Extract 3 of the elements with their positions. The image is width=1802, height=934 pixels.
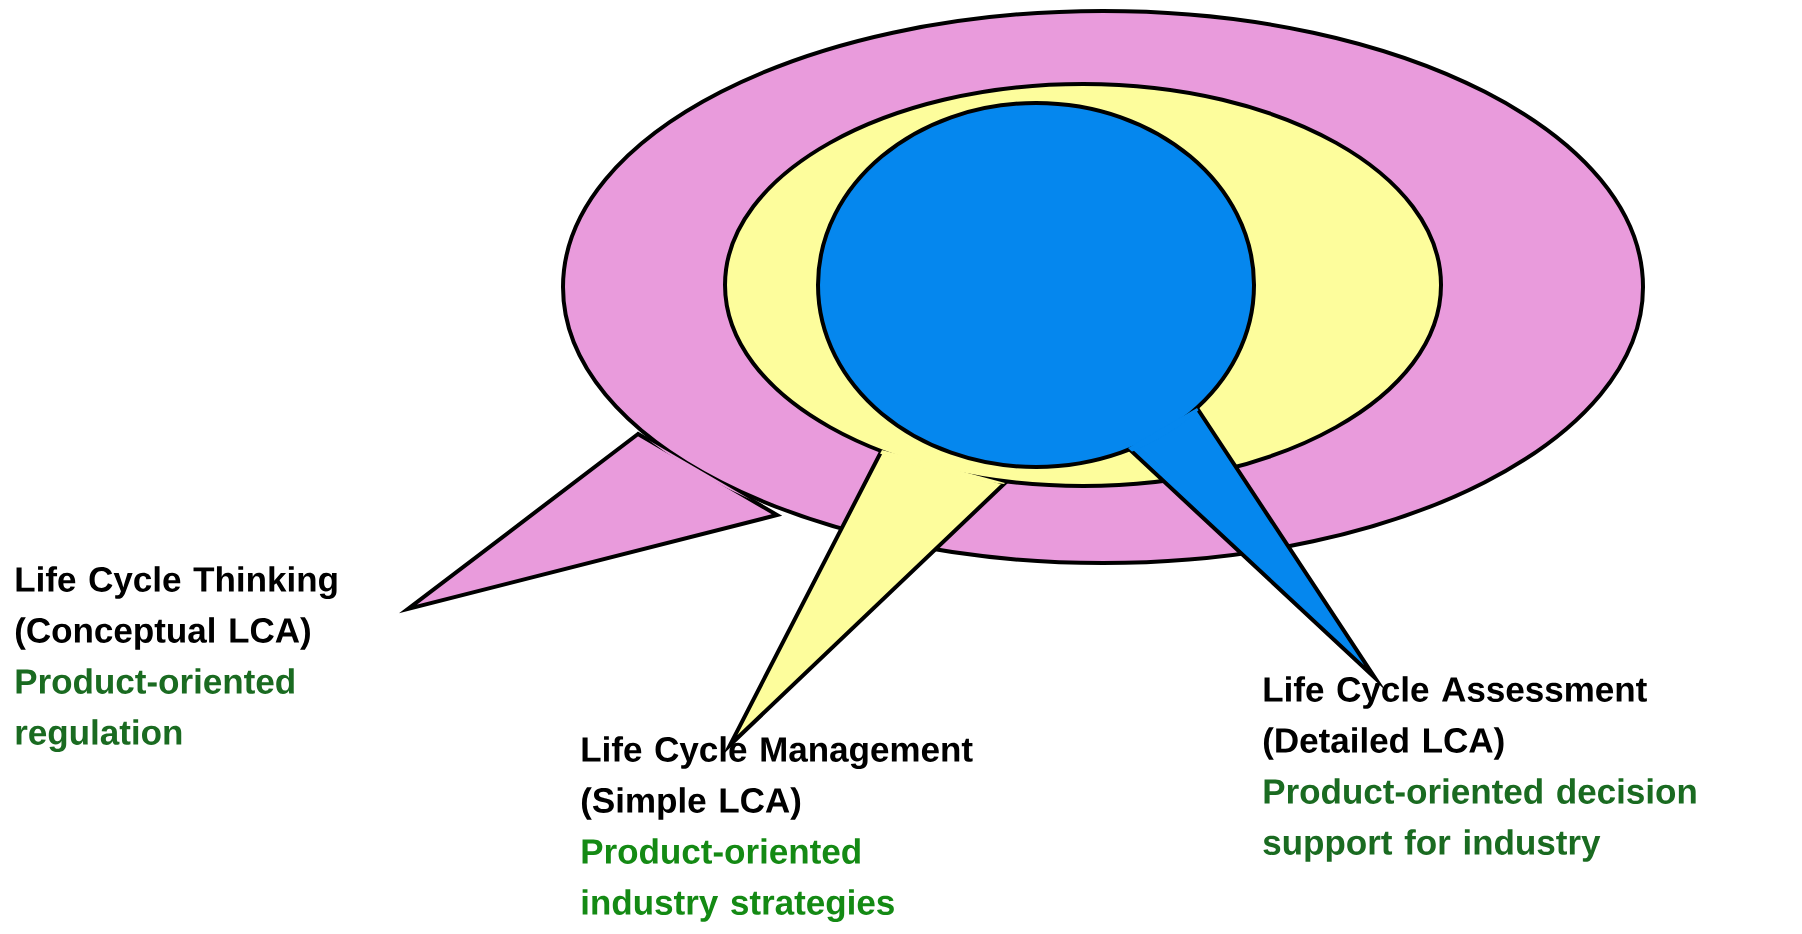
- label-text: Life Cycle Thinking (Conceptual LCA) Product-oriented regulation: [15, 566, 337, 752]
- label-text: Life Cycle Assessment (Detailed LCA) Product-oriented decision support for industry: [1263, 676, 1696, 862]
- label-text: Life Cycle Management (Simple LCA) Product-oriented industry strategies: [581, 736, 973, 922]
